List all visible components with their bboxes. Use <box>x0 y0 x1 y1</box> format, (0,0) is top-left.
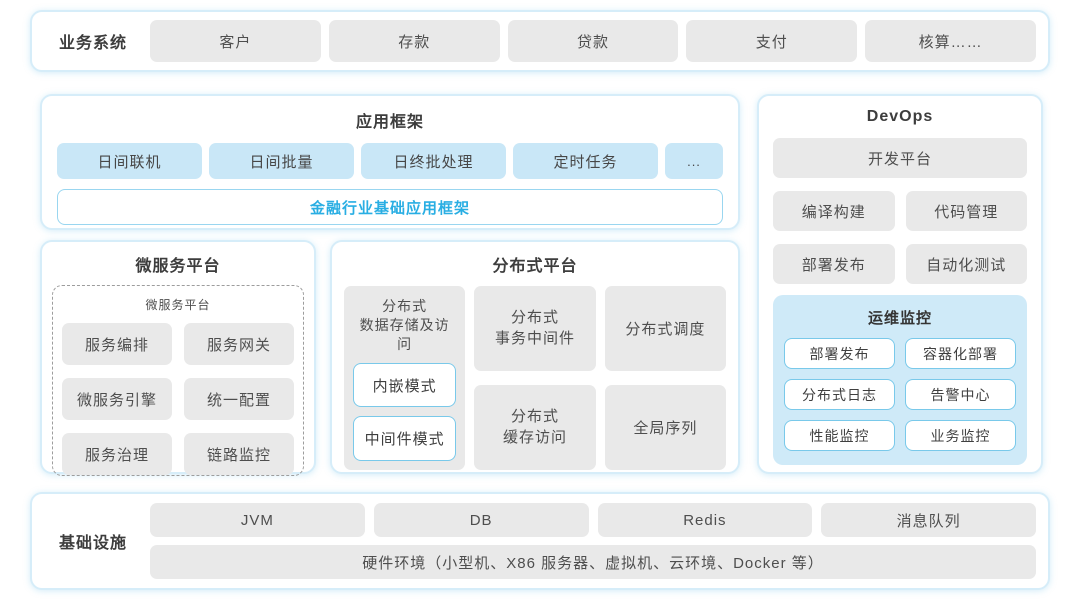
mode-eod-batch: 日终批处理 <box>361 143 506 179</box>
tool-automated-testing: 自动化测试 <box>905 244 1027 284</box>
distributed-platform-panel: 分布式平台 分布式 数据存储及访问 内嵌模式 中间件模式 分布式 事务中间件 分… <box>330 240 740 474</box>
devops-panel: DevOps 开发平台 编译构建 代码管理 部署发布 自动化测试 运维监控 部署… <box>757 94 1043 474</box>
microservice-grid: 服务编排 服务网关 微服务引擎 统一配置 服务治理 链路监控 <box>62 323 294 475</box>
distributed-grid: 分布式 数据存储及访问 内嵌模式 中间件模式 分布式 事务中间件 分布式调度 分… <box>344 286 726 470</box>
infra-db: DB <box>373 503 589 537</box>
ms-service-gateway: 服务网关 <box>184 323 294 365</box>
distributed-scheduling: 分布式调度 <box>604 286 726 371</box>
mon-business-monitoring: 业务监控 <box>905 420 1016 451</box>
business-item-accounting: 核算…… <box>865 20 1036 62</box>
microservice-inner-title: 微服务平台 <box>145 298 211 312</box>
distributed-title: 分布式平台 <box>492 258 578 275</box>
mode-daytime-online: 日间联机 <box>57 143 202 179</box>
business-item-deposit: 存款 <box>328 20 500 62</box>
app-framework-title: 应用框架 <box>355 114 424 131</box>
hardware-environment: 硬件环境（小型机、X86 服务器、虚拟机、云环境、Docker 等） <box>150 545 1036 579</box>
infrastructure-panel: 基础设施 JVM DB Redis 消息队列 硬件环境（小型机、X86 服务器、… <box>30 492 1050 590</box>
tool-compile-build: 编译构建 <box>773 191 895 231</box>
infra-message-queue: 消息队列 <box>821 503 1036 537</box>
microservice-platform-panel: 微服务平台 微服务平台 服务编排 服务网关 微服务引擎 统一配置 服务治理 链路… <box>40 240 316 476</box>
app-framework-modes-row: 日间联机 日间批量 日终批处理 定时任务 ... <box>57 143 723 179</box>
infrastructure-label: 基础设施 <box>58 535 127 552</box>
infra-jvm: JVM <box>150 503 365 537</box>
microservice-title: 微服务平台 <box>135 258 221 275</box>
mon-container-deploy: 容器化部署 <box>905 338 1016 369</box>
mode-more: ... <box>665 143 723 179</box>
ops-monitoring-grid: 部署发布 容器化部署 分布式日志 告警中心 性能监控 业务监控 <box>784 338 1016 451</box>
business-item-payment: 支付 <box>686 20 858 62</box>
mode-daytime-batch: 日间批量 <box>209 143 354 179</box>
infra-redis: Redis <box>597 503 813 537</box>
global-sequence: 全局序列 <box>604 385 726 470</box>
mon-distributed-logs: 分布式日志 <box>784 379 895 410</box>
mon-performance-monitoring: 性能监控 <box>784 420 895 451</box>
tool-code-management: 代码管理 <box>905 191 1027 231</box>
storage-middleware-mode: 中间件模式 <box>353 416 457 461</box>
microservice-inner-box: 微服务平台 服务编排 服务网关 微服务引擎 统一配置 服务治理 链路监控 <box>52 285 304 476</box>
distributed-cache-access: 分布式 缓存访问 <box>474 385 596 470</box>
mode-scheduled-task: 定时任务 <box>513 143 658 179</box>
ops-monitoring-title: 运维监控 <box>867 310 932 327</box>
ms-service-orchestration: 服务编排 <box>62 323 172 365</box>
business-systems-label: 业务系统 <box>58 35 127 52</box>
mon-deploy-release: 部署发布 <box>784 338 895 369</box>
business-item-loan: 贷款 <box>507 20 679 62</box>
ms-microservice-engine: 微服务引擎 <box>62 378 172 420</box>
devops-tools-grid: 编译构建 代码管理 部署发布 自动化测试 <box>773 191 1027 284</box>
distributed-transaction-middleware: 分布式 事务中间件 <box>474 286 596 371</box>
dev-platform: 开发平台 <box>773 138 1027 178</box>
devops-title: DevOps <box>866 108 934 125</box>
infrastructure-row: JVM DB Redis 消息队列 <box>150 503 1036 537</box>
business-item-customer: 客户 <box>150 20 321 62</box>
mon-alert-center: 告警中心 <box>905 379 1016 410</box>
tool-deploy-release: 部署发布 <box>773 244 895 284</box>
business-systems-panel: 业务系统 客户 存款 贷款 支付 核算…… <box>30 10 1050 72</box>
app-framework-panel: 应用框架 日间联机 日间批量 日终批处理 定时任务 ... 金融行业基础应用框架 <box>40 94 740 230</box>
financial-base-framework: 金融行业基础应用框架 <box>57 189 723 225</box>
ms-unified-config: 统一配置 <box>184 378 294 420</box>
ms-trace-monitoring: 链路监控 <box>184 433 294 475</box>
ms-service-governance: 服务治理 <box>62 433 172 475</box>
infrastructure-content: JVM DB Redis 消息队列 硬件环境（小型机、X86 服务器、虚拟机、云… <box>150 503 1036 579</box>
distributed-storage-cell: 分布式 数据存储及访问 内嵌模式 中间件模式 <box>344 286 466 470</box>
distributed-storage-title: 分布式 数据存储及访问 <box>359 298 450 352</box>
ops-monitoring-panel: 运维监控 部署发布 容器化部署 分布式日志 告警中心 性能监控 业务监控 <box>773 295 1027 465</box>
storage-embedded-mode: 内嵌模式 <box>353 362 457 408</box>
